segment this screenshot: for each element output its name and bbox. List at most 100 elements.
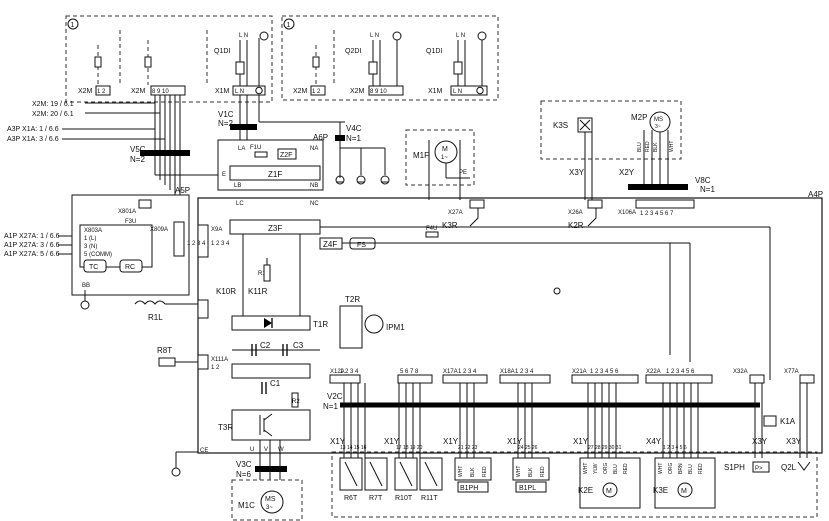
c2-label: C2 bbox=[260, 341, 271, 350]
module-right-number: 1 bbox=[287, 22, 291, 29]
x1y-b-terminals: 17 18 19 20 bbox=[396, 445, 423, 451]
terminal-pins: 8 9 10 bbox=[370, 89, 387, 95]
a5p-board: A5P X801A F3U X803A 1 (L) 3 (N) 5 (COMM)… bbox=[71, 186, 206, 310]
thermistor-slash bbox=[424, 461, 438, 487]
transistor-icon bbox=[259, 413, 273, 437]
ref-a3p-x1a3: A3P X1A: 3 / 6.6 bbox=[7, 136, 59, 143]
x809a-label: X809A bbox=[150, 227, 168, 233]
wire-color: WHT bbox=[658, 463, 664, 474]
wire-color: BLK bbox=[528, 467, 534, 477]
m1c-ms: MS bbox=[265, 496, 276, 503]
x803a-label: X803A bbox=[84, 228, 102, 234]
v2c-bus: V2C N=1 X12A 1 2 3 4 5 6 7 8 X17A 1 2 3 … bbox=[323, 369, 815, 427]
lc-label: LC bbox=[236, 201, 244, 207]
x9a-label: X9A bbox=[211, 227, 222, 233]
na-label: NA bbox=[310, 146, 318, 152]
z1f-label: Z1F bbox=[268, 170, 282, 179]
a6p-outline bbox=[217, 139, 324, 191]
a4p-board: A4P X27A X26A X106A 1 2 3 4 5 6 7 K3R K2… bbox=[197, 190, 823, 454]
ground-icon bbox=[259, 31, 269, 41]
wire-color: BLU bbox=[637, 142, 643, 152]
lb-label: LB bbox=[234, 183, 241, 189]
wire-color: BLU bbox=[613, 464, 619, 474]
x106a-label: X106A bbox=[618, 210, 636, 216]
wire-color: RED bbox=[623, 463, 629, 474]
diode-icon bbox=[264, 318, 272, 328]
k1a-label: K1A bbox=[780, 417, 796, 426]
wire-color: ORG bbox=[668, 463, 674, 475]
thermal-switch-icon bbox=[797, 461, 811, 471]
x1y-d-terminals: 24 25 26 bbox=[518, 445, 538, 451]
connector-r1l bbox=[197, 299, 209, 319]
k2e-motor-m: M bbox=[606, 488, 612, 495]
terminal-block bbox=[368, 85, 404, 96]
fs-label: FS bbox=[357, 242, 366, 249]
m1c-compressor: V3C N=6 MS 3~ M1C bbox=[231, 440, 303, 521]
terminal-pins: 8 9 10 bbox=[152, 89, 169, 95]
wire-color: BRN bbox=[678, 463, 684, 474]
ground-icon bbox=[80, 300, 90, 310]
connector-x22a bbox=[645, 374, 713, 384]
b1pl-label: B1PL bbox=[519, 485, 536, 492]
c3-label: C3 bbox=[293, 341, 304, 350]
nb-label: NB bbox=[310, 183, 318, 189]
a6p-board: A6P LA NA F1U Z2F Z1F E LB NB bbox=[217, 133, 328, 191]
module-outline bbox=[540, 100, 682, 160]
x2m-a-label: X2M bbox=[293, 88, 308, 95]
k3s-m2p-module: K3S M2P MS 3~ BLU RED BLK WHT X3Y X2Y V8… bbox=[540, 100, 715, 200]
ground-icon bbox=[392, 31, 402, 41]
q2di-label: Q2DI bbox=[345, 48, 361, 55]
c1-label: C1 bbox=[270, 379, 281, 388]
r11t-label: R11T bbox=[421, 495, 438, 502]
t2r-box bbox=[339, 305, 363, 349]
x9a-pins: 1 2 3 4 bbox=[211, 241, 230, 247]
x32a-label: X32A bbox=[733, 369, 748, 375]
x12a-label: X12A bbox=[330, 369, 345, 375]
m2p-ms: MS bbox=[654, 117, 663, 123]
x22a-label: X22A bbox=[646, 369, 661, 375]
b1ph-sensor bbox=[454, 457, 492, 481]
k2e-valve bbox=[579, 457, 641, 509]
wire-color: ORG bbox=[603, 463, 609, 475]
v3c-label: V3C bbox=[236, 460, 252, 469]
v1c-n: N=2 bbox=[218, 119, 233, 128]
ref-a3p-x1a1: A3P X1A: 1 / 6.6 bbox=[7, 126, 59, 133]
a5p-pin1: 1 (L) bbox=[84, 236, 96, 242]
v8c-n: N=1 bbox=[700, 185, 715, 194]
module-right-number-circle bbox=[283, 18, 295, 30]
x18a-label: X18A bbox=[500, 369, 515, 375]
v4c-n: N=1 bbox=[346, 134, 361, 143]
r2-label: R2 bbox=[292, 399, 300, 405]
rc-component bbox=[119, 259, 143, 273]
m1f-label: M1F bbox=[413, 151, 429, 160]
k10r-label: K10R bbox=[216, 287, 236, 296]
b1ph-tag bbox=[457, 481, 489, 493]
ln-label: L N bbox=[370, 33, 379, 39]
r1-label: R1 bbox=[258, 271, 266, 277]
x21a-pins: 1 2 3 4 5 6 bbox=[590, 369, 619, 375]
ground-icon bbox=[380, 175, 390, 185]
terminal-pins: 1 2 bbox=[97, 89, 106, 95]
x17a-label: X17A bbox=[443, 369, 458, 375]
x3y-c-label: X3Y bbox=[786, 437, 802, 446]
thermistor-icon bbox=[158, 357, 176, 367]
w-label: W bbox=[278, 447, 284, 453]
m1f-fan: M1F M 1~ PE bbox=[405, 129, 475, 200]
x1y-c-terminals: 21 22 23 bbox=[458, 445, 478, 451]
la-label: LA bbox=[238, 146, 245, 152]
x111a-pins: 1 2 bbox=[211, 365, 220, 371]
v8c-ferrite bbox=[628, 184, 688, 190]
wire-color: RED bbox=[698, 463, 704, 474]
x18a-pins: 1 2 3 4 bbox=[515, 369, 534, 375]
k3s-label: K3S bbox=[553, 121, 568, 130]
q1di-label: Q1DI bbox=[214, 48, 230, 55]
x111a-label: X111A bbox=[211, 357, 228, 363]
v8c-label: V8C bbox=[695, 176, 711, 185]
v1c-label: V1C bbox=[218, 110, 234, 119]
thermistor-slash bbox=[369, 461, 383, 487]
wire-color: BLK bbox=[653, 142, 659, 152]
connector-x111a bbox=[197, 354, 209, 370]
x77a-label: X77A bbox=[784, 369, 799, 375]
x2m-b-label: X2M bbox=[131, 88, 146, 95]
